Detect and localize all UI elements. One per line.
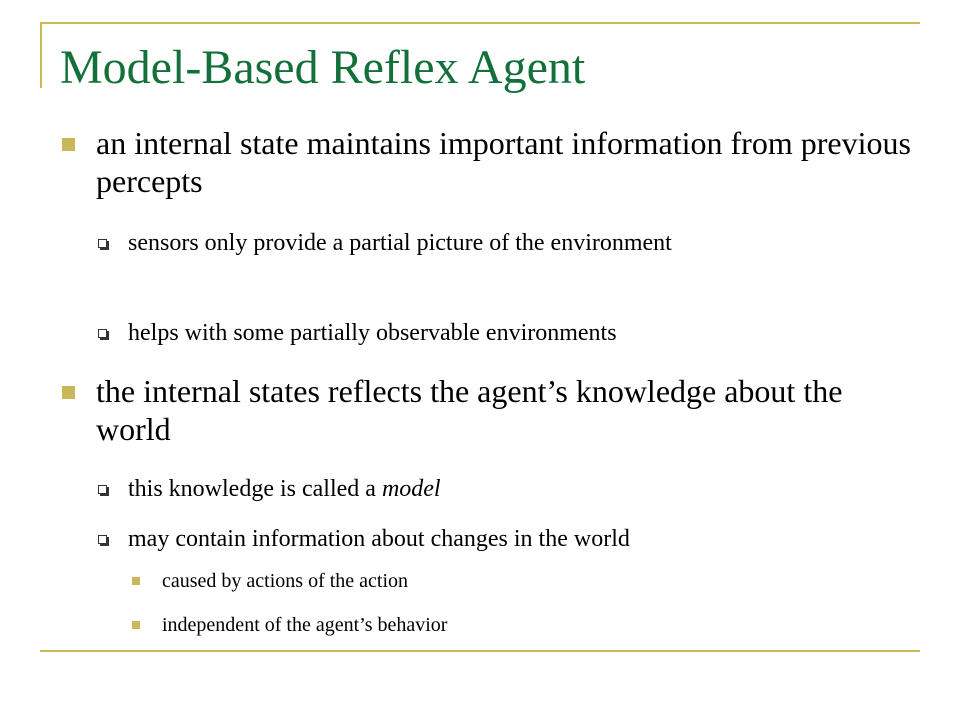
hollow-square-bullet-icon [98, 239, 107, 248]
sub-bullet-text: sensors only provide a partial picture o… [128, 230, 672, 256]
square-bullet-icon [62, 386, 75, 399]
sub-sub-bullet-text: caused by actions of the action [162, 570, 409, 592]
bottom-border-rule [40, 650, 920, 652]
square-bullet-icon [62, 138, 75, 151]
bullet-text: the internal states reflects the agent’s… [96, 373, 843, 447]
top-border-rule [40, 22, 920, 24]
sub-bullet-item: this knowledge is called a model [98, 474, 898, 504]
hollow-square-bullet-icon [98, 485, 107, 494]
bullet-item: an internal state maintains important in… [62, 124, 912, 200]
bullet-item: the internal states reflects the agent’s… [62, 372, 912, 448]
sub-bullet-item: may contain information about changes in… [98, 524, 898, 554]
small-square-bullet-icon [132, 621, 140, 629]
model-emphasis: model [381, 476, 441, 502]
sub-bullet-text-prefix: this knowledge is called a [128, 476, 382, 502]
sub-sub-bullet-item: independent of the agent’s behavior [132, 612, 892, 638]
hollow-square-bullet-icon [98, 329, 107, 338]
sub-bullet-item: sensors only provide a partial picture o… [98, 228, 898, 258]
sub-bullet-text: helps with some partially observable env… [128, 320, 617, 346]
sub-bullet-text: this knowledge is called a model [128, 474, 898, 504]
sub-bullet-item: helps with some partially observable env… [98, 318, 898, 348]
sub-bullet-text: may contain information about changes in… [128, 526, 630, 552]
bullet-text: an internal state maintains important in… [96, 125, 911, 199]
small-square-bullet-icon [132, 577, 140, 585]
slide-title: Model-Based Reflex Agent [60, 41, 586, 94]
sub-sub-bullet-text: independent of the agent’s behavior [162, 614, 448, 636]
sub-sub-bullet-item: caused by actions of the action [132, 568, 892, 594]
hollow-square-bullet-icon [98, 535, 107, 544]
left-border-rule [40, 22, 42, 88]
